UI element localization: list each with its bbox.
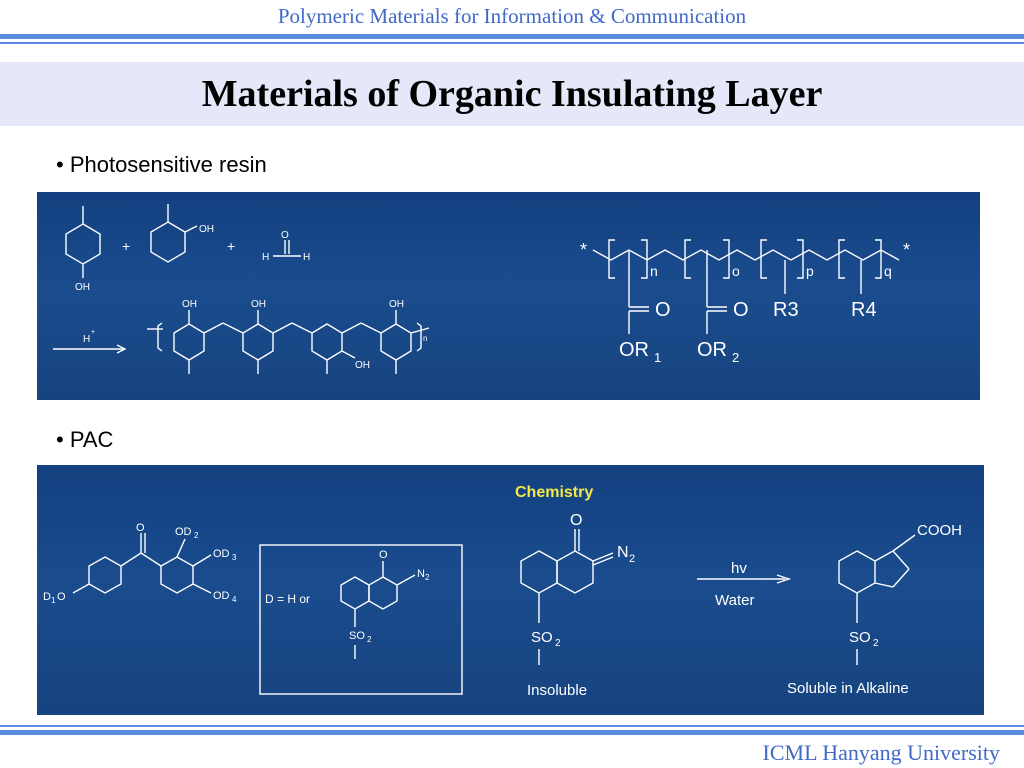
box-so2-subscript: 2	[367, 635, 372, 644]
or1-subscript: 1	[654, 350, 661, 365]
product-so2-subscript: 2	[873, 638, 879, 649]
reactant-so2-label: SO	[531, 629, 553, 646]
bullet-pac: • PAC	[56, 427, 114, 452]
od2-subscript: 2	[194, 531, 199, 540]
cooh-label: COOH	[917, 522, 962, 539]
oh-label-1: OH	[75, 282, 90, 293]
pac-panel: Chemistry O OD 2 OD 3 OD 4 D 1 O D = H o…	[37, 465, 984, 715]
definition-box	[259, 544, 463, 695]
novolak-chain	[147, 310, 430, 374]
acrylic-star-left: *	[580, 240, 587, 260]
o-cresol-structure	[150, 204, 198, 263]
r4-label: R4	[851, 299, 877, 321]
institution-footer: ICML Hanyang University	[762, 740, 1000, 765]
plus-sign-1: +	[122, 238, 130, 254]
acrylic-p-label: p	[806, 263, 814, 279]
oh-label-2: OH	[199, 224, 214, 235]
bullet-photosensitive-resin: • Photosensitive resin	[56, 152, 267, 177]
product-indene-acid	[838, 534, 916, 665]
slide-title: Materials of Organic Insulating Layer	[201, 73, 823, 115]
novolak-oh-3: OH	[355, 360, 370, 371]
title-band	[0, 62, 1024, 126]
box-so2-label: SO	[349, 630, 365, 642]
acrylic-n-label: n	[650, 263, 658, 279]
box-definition: D = H or	[265, 592, 310, 606]
box-o-label: O	[379, 549, 388, 561]
od3-label: OD	[213, 548, 230, 560]
catalyst-label: H	[83, 334, 90, 345]
box-n2-label: N	[417, 568, 425, 580]
reactant-n2-subscript: 2	[629, 553, 635, 565]
od2-label: OD	[175, 526, 192, 538]
od4-subscript: 4	[232, 595, 237, 604]
box-n2-subscript: 2	[425, 573, 430, 582]
novolak-oh-1: OH	[182, 299, 197, 310]
top-rule-thick	[0, 34, 1024, 39]
reactant-so2-subscript: 2	[555, 638, 561, 649]
insoluble-caption: Insoluble	[527, 682, 587, 699]
acrylic-copolymer	[592, 239, 900, 334]
carbonyl-o-1: O	[655, 299, 671, 321]
pac-chemistry-diagram: Chemistry O OD 2 OD 3 OD 4 D 1 O D = H o…	[43, 484, 962, 699]
box-naphthoquinone	[340, 561, 416, 659]
reactant-n2-label: N	[617, 544, 629, 561]
novolak-oh-2: OH	[251, 299, 266, 310]
od3-subscript: 3	[232, 553, 237, 562]
plus-sign-2: +	[227, 238, 235, 254]
resin-panel: OH OH O H H + + H + OH OH OH OH n * * n …	[37, 192, 980, 400]
novolak-oh-4: OH	[389, 299, 404, 310]
r3-label: R3	[773, 299, 799, 321]
benzophenone-structure	[72, 533, 212, 594]
p-cresol-structure	[65, 206, 101, 278]
od4-label: OD	[213, 590, 230, 602]
d1o-subscript: 1	[51, 596, 56, 605]
product-so2-label: SO	[849, 629, 871, 646]
formaldehyde-h-label-1: H	[262, 252, 269, 263]
bottom-rule-thin	[0, 725, 1024, 727]
d1o-tail: O	[57, 591, 66, 603]
carbonyl-o-2: O	[733, 299, 749, 321]
reactant-o-label: O	[570, 512, 582, 529]
d1o-label: D	[43, 591, 51, 603]
formaldehyde-structure	[273, 240, 301, 257]
or2-subscript: 2	[732, 350, 739, 365]
acrylic-star-right: *	[903, 240, 910, 260]
chemistry-heading: Chemistry	[515, 484, 593, 501]
formaldehyde-o-label: O	[281, 230, 289, 241]
water-label: Water	[715, 592, 754, 609]
novolak-n-label: n	[423, 334, 427, 343]
reactant-naphthoquinone-diazide	[520, 529, 614, 665]
or2-label: OR	[697, 339, 727, 361]
benzophenone-o: O	[136, 522, 145, 534]
formaldehyde-h-label-2: H	[303, 252, 310, 263]
bottom-rule-thick	[0, 730, 1024, 735]
resin-chemistry-diagram: OH OH O H H + + H + OH OH OH OH n * * n …	[53, 204, 910, 374]
acrylic-q-label: q	[884, 263, 892, 279]
or1-label: OR	[619, 339, 649, 361]
acrylic-o-label: o	[732, 263, 740, 279]
hv-label: hv	[731, 560, 747, 577]
top-rule-thin	[0, 42, 1024, 44]
soluble-caption: Soluble in Alkaline	[787, 680, 909, 697]
course-header: Polymeric Materials for Information & Co…	[277, 4, 747, 28]
catalyst-superscript: +	[91, 329, 95, 336]
